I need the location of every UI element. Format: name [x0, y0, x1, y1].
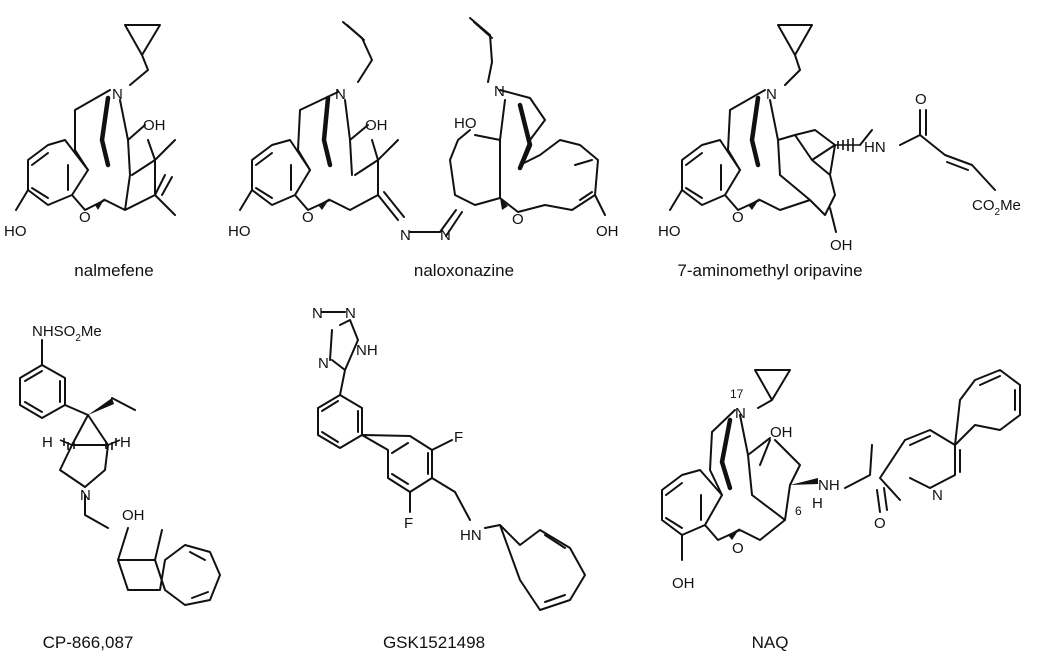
structure-nalmefene: N OH O HO nalmefene [4, 24, 176, 280]
atom-amide-nh: HN [864, 139, 886, 156]
atom-triazole-n1: N [312, 305, 323, 322]
position-6: 6 [795, 504, 802, 518]
atom-sulfonamide: NHSO2Me [32, 323, 102, 344]
atom-oxygen: O [732, 540, 744, 557]
position-17: 17 [730, 387, 744, 401]
atom-fluorine-top: F [454, 429, 463, 446]
atom-hydroxyl-phenol-right: OH [596, 223, 619, 240]
structure-gsk1521498: N N N NH F F HN GSK1521498 [312, 305, 586, 652]
atom-azine-n1: N [400, 227, 411, 244]
structure-naloxonazine: N OH O HO N N N HO O OH naloxonazine [228, 17, 619, 280]
atom-hydroxyl: OH [122, 507, 145, 524]
atom-carbonyl-oxygen: O [874, 515, 886, 532]
structure-naq: 17 6 N OH O OH NH H O N NAQ [661, 369, 1021, 652]
label-gsk1521498: GSK1521498 [383, 633, 485, 652]
atom-amide-nh: NH [818, 477, 840, 494]
atom-hydroxyl-phenol-left: HO [228, 223, 251, 240]
atom-hydroxyl: OH [830, 237, 853, 254]
atom-nitrogen: N [766, 86, 777, 103]
atom-oxygen-left: O [302, 209, 314, 226]
label-7-aminomethyl-oripavine: 7-aminomethyl oripavine [677, 261, 862, 280]
atom-pyrrolidine-n: N [80, 487, 91, 504]
atom-carbonyl-oxygen: O [915, 91, 927, 108]
atom-triazole-n4: N [318, 355, 329, 372]
atom-hydroxyl-right: HO [454, 115, 477, 132]
atom-hydrogen-right: H [120, 434, 131, 451]
atom-hydroxyl-phenol: HO [658, 223, 681, 240]
atom-nitrogen-right: N [494, 83, 505, 100]
atom-azine-n2: N [440, 227, 451, 244]
atom-isoquinoline-n: N [932, 487, 943, 504]
atom-hydrogen-left: H [42, 434, 53, 451]
atom-triazole-nh: NH [356, 342, 378, 359]
structure-7-aminomethyl-oripavine: HN O CO2Me N O HO OH 7-aminomethyl oripa… [658, 24, 1021, 280]
atom-hydroxyl-phenol: OH [672, 575, 695, 592]
atom-amine-nh: HN [460, 527, 482, 544]
label-nalmefene: nalmefene [74, 261, 153, 280]
atom-oxygen: O [79, 209, 91, 226]
label-naloxonazine: naloxonazine [414, 261, 514, 280]
atom-ester-group: CO2Me [972, 197, 1021, 218]
atom-oxygen: O [732, 209, 744, 226]
structure-cp-866087: NHSO2Me H H N OH CP-866,087 [19, 323, 221, 652]
label-cp-866087: CP-866,087 [43, 633, 134, 652]
atom-oxygen-right: O [512, 211, 524, 228]
atom-nitrogen: N [735, 405, 746, 422]
atom-nitrogen-left: N [335, 86, 346, 103]
atom-triazole-n2: N [345, 305, 356, 322]
atom-hydroxyl: OH [143, 117, 166, 134]
atom-hydroxyl-left: OH [365, 117, 388, 134]
label-naq: NAQ [752, 633, 789, 652]
atom-hydrogen: H [812, 495, 823, 512]
atom-hydroxyl: OH [770, 424, 793, 441]
atom-fluorine-bottom: F [404, 515, 413, 532]
atom-nitrogen: N [112, 86, 123, 103]
atom-hydroxyl-phenol: HO [4, 223, 27, 240]
